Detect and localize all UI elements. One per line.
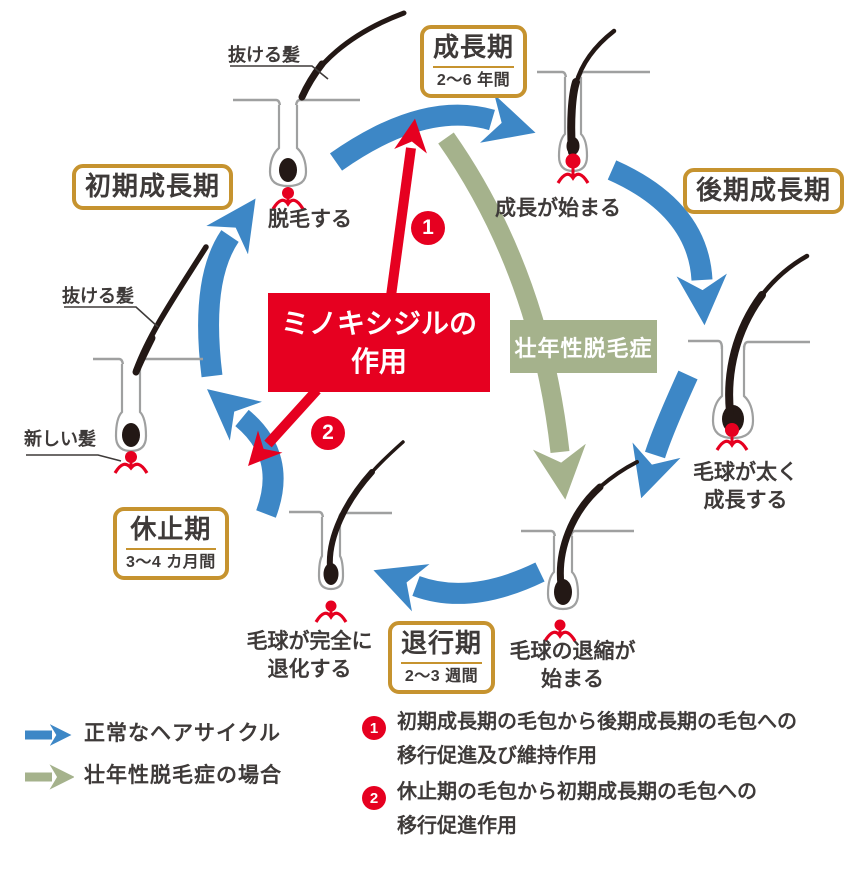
note-badge-1: 1 bbox=[362, 716, 386, 740]
leader-falling-hair-left bbox=[64, 306, 159, 328]
stage-box-late-growth: 後期成長期 bbox=[683, 168, 845, 214]
stage-early-growth-label: 初期成長期 bbox=[85, 171, 221, 201]
stage-box-regression: 退行期 2〜3 週間 bbox=[388, 621, 496, 695]
minoxidil-action-box: ミノキシジルの 作用 bbox=[268, 293, 490, 392]
cycle-arc-regression-to-degeneration bbox=[373, 562, 545, 612]
stage-regression-duration: 2〜3 週間 bbox=[401, 661, 483, 686]
diagram-badge-1: 1 bbox=[411, 211, 445, 245]
caption-growth-begins: 成長が始まる bbox=[495, 197, 621, 220]
minoxidil-arrows bbox=[248, 118, 427, 466]
dermal-papilla bbox=[543, 619, 577, 642]
hair-strand bbox=[326, 440, 405, 570]
legend-blue-arrow-icon bbox=[25, 724, 72, 746]
hair-strand bbox=[556, 460, 639, 589]
stage-box-rest: 休止期 3〜4 カ月間 bbox=[113, 507, 229, 581]
dermal-papilla bbox=[113, 451, 149, 474]
caption-bulb-shrinks: 毛球の退縮が 始まる bbox=[509, 640, 636, 691]
old-hair-strand bbox=[132, 244, 209, 376]
caption-sheds: 脱毛する bbox=[268, 208, 352, 231]
leader-new-hair bbox=[26, 454, 122, 462]
aga-arrow bbox=[438, 132, 586, 500]
dermal-papilla bbox=[314, 600, 348, 623]
caption-bulb-thickens: 毛球が太く 成長する bbox=[693, 461, 798, 512]
stage-late-growth-label: 後期成長期 bbox=[696, 175, 832, 205]
note-text-2: 休止期の毛包から初期成長期の毛包への 移行促進作用 bbox=[397, 781, 757, 837]
stage-growth-duration: 2〜6 年間 bbox=[433, 65, 515, 90]
leader-lines bbox=[26, 65, 329, 462]
legend-normal-cycle-label: 正常なヘアサイクル bbox=[84, 722, 281, 745]
note-text-1: 初期成長期の毛包から後期成長期の毛包への 移行促進及び維持作用 bbox=[397, 711, 797, 767]
dermal-papilla bbox=[715, 423, 749, 451]
follicle-shedding bbox=[233, 10, 407, 210]
detached-hair bbox=[298, 10, 407, 101]
follicle-regression-begins bbox=[521, 460, 639, 642]
leader-falling-hair-top bbox=[230, 65, 329, 80]
caption-new-hair: 新しい髪 bbox=[24, 429, 96, 449]
stage-regression-label: 退行期 bbox=[401, 628, 483, 658]
minoxidil-arrow-2 bbox=[248, 386, 321, 466]
caption-falling-hair-left: 抜ける髪 bbox=[62, 286, 134, 306]
diagram-badge-2: 2 bbox=[311, 416, 345, 450]
follicle-degenerated bbox=[289, 440, 405, 623]
dermal-papilla bbox=[271, 187, 305, 210]
stage-rest-duration: 3〜4 カ月間 bbox=[126, 547, 216, 572]
legend-green-arrow-icon bbox=[25, 764, 74, 790]
cycle-arc-rest-to-shed bbox=[198, 198, 256, 378]
stage-rest-label: 休止期 bbox=[130, 514, 212, 544]
follicle-bulb-thickens bbox=[688, 253, 810, 451]
cycle-arc-late-to-regression bbox=[632, 370, 698, 499]
note-badge-2: 2 bbox=[362, 786, 386, 810]
dermal-papilla bbox=[556, 153, 590, 184]
minoxidil-arrow-1 bbox=[386, 118, 427, 297]
stage-box-early-growth: 初期成長期 bbox=[72, 164, 234, 210]
caption-falling-hair-top: 抜ける髪 bbox=[228, 45, 300, 65]
stage-box-growth: 成長期 2〜6 年間 bbox=[420, 25, 528, 99]
cycle-arc-growth-to-late bbox=[607, 160, 727, 326]
follicle-resting-new-hair bbox=[93, 244, 209, 474]
cycle-arc-degeneration-to-rest bbox=[207, 389, 284, 518]
aga-flow-label: 壮年性脱毛症 bbox=[510, 320, 657, 373]
diagram-graphics bbox=[26, 10, 810, 642]
hair-strand bbox=[725, 253, 810, 416]
follicle-growth-begins bbox=[537, 28, 650, 184]
legend-aga-case-label: 壮年性脱毛症の場合 bbox=[84, 764, 282, 787]
stage-growth-label: 成長期 bbox=[433, 32, 515, 62]
caption-bulb-degenerates: 毛球が完全に 退化する bbox=[246, 630, 373, 681]
